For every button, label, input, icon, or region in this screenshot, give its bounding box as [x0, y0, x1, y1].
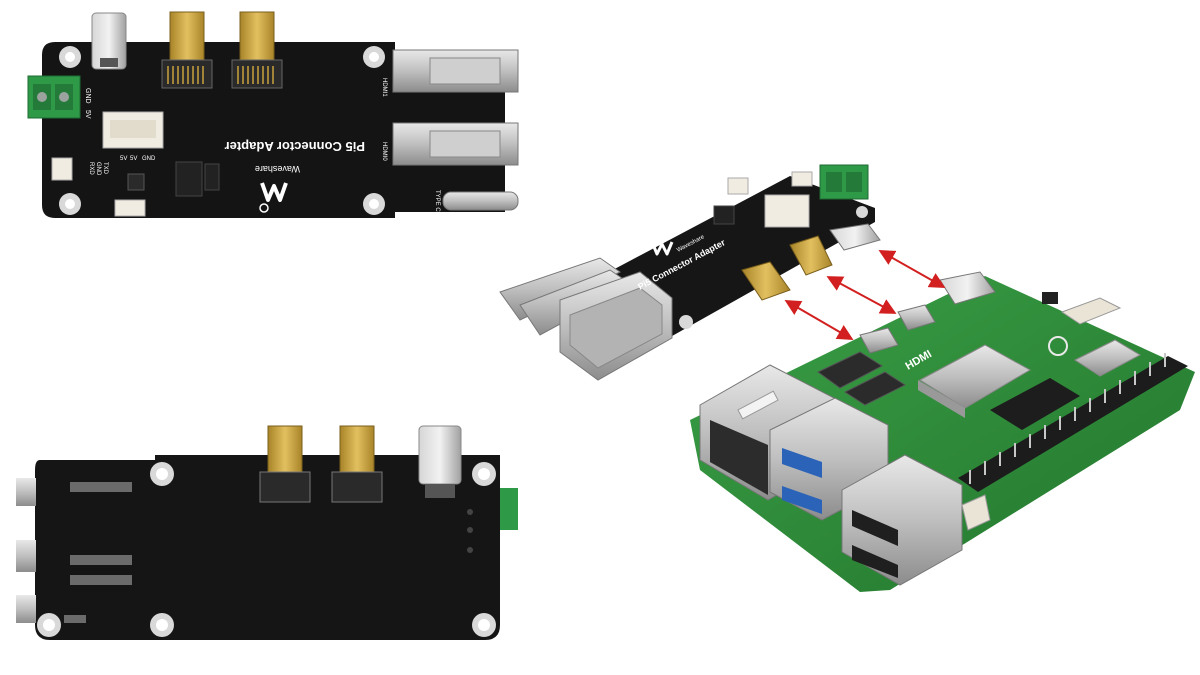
- iso-micro-hdmi-plug-2-icon: [789, 235, 833, 276]
- iso-jst-connector-icon: [727, 171, 813, 228]
- iso-terminal-block-icon: [819, 164, 869, 200]
- vias-icon: [467, 509, 473, 553]
- bottom-adapter-board: [16, 425, 518, 640]
- power-terminal-edge-icon: [500, 488, 518, 530]
- solder-pads-icon: [64, 482, 132, 623]
- hdmi-port-0-icon: [392, 122, 519, 166]
- button-icon: [1042, 292, 1058, 304]
- connection-arrows: [784, 250, 946, 341]
- arrow-usb-c-icon: [878, 250, 946, 288]
- csi-connector-icon: [843, 371, 907, 406]
- pi-micro-hdmi-port-icon: [859, 304, 936, 354]
- mounting-holes: [59, 46, 385, 215]
- power-pin-label: 5V: [130, 156, 137, 162]
- pi-usb-c-port-icon: [939, 271, 996, 305]
- raspberry-pi-5-board: HDMI: [690, 271, 1195, 592]
- chip-icon: [204, 163, 220, 191]
- pin-gnd-label: GND: [84, 88, 91, 104]
- uart-label: RXD: [88, 162, 94, 175]
- soc-chip-icon: [918, 344, 1032, 418]
- mounting-hole-icon: [679, 315, 693, 329]
- chip-icon: [713, 205, 735, 225]
- power-terminal-block-icon: [27, 75, 81, 119]
- hdmi-port-1-icon: [392, 49, 519, 93]
- port-hdmi1-label: HDMI1: [381, 78, 387, 97]
- csi-connector-icon: [817, 351, 883, 389]
- waveshare-logo-icon: [259, 182, 288, 213]
- jst-small-connector-icon: [51, 157, 73, 181]
- top-board-pcb: [42, 42, 505, 218]
- port-hdmi0-label: HDMI0: [381, 142, 387, 161]
- pin-5v-label: 5V: [84, 110, 91, 119]
- gpio-header-icon: [958, 353, 1188, 492]
- mounting-holes: [37, 462, 496, 637]
- ram-chip-icon: [990, 378, 1080, 430]
- iso-adapter-board: Pi5 Connector Adapter Waveshare: [499, 164, 881, 381]
- usb-c-side-port-icon: [442, 191, 519, 211]
- raspberry-logo-icon: [1048, 336, 1068, 356]
- uart-label: GND: [95, 162, 101, 176]
- port-typec-label: TYPE C: [434, 190, 440, 212]
- top-board-brand: Waveshare: [255, 164, 300, 174]
- iso-waveshare-logo-icon: [650, 241, 674, 256]
- rp1-chip-icon: [1073, 339, 1142, 377]
- iso-usb-c-plug-icon: [829, 223, 881, 251]
- usb-c-port-icon: [91, 12, 127, 70]
- usb-c-bottom-port-icon: [418, 425, 462, 498]
- micro-hdmi-connector-bottom-1-icon: [259, 425, 311, 503]
- rtc-connector-icon: [961, 494, 991, 531]
- micro-hdmi-connector-2-icon: [231, 11, 283, 89]
- micro-hdmi-connector-bottom-2-icon: [331, 425, 383, 503]
- micro-hdmi-connector-1-icon: [161, 11, 213, 89]
- top-adapter-board: Pi5 Connector Adapter Waveshare GND 5V H…: [27, 11, 519, 218]
- jst-power-connector-icon: [102, 111, 164, 217]
- chip-icon: [175, 161, 203, 197]
- arrow-hdmi-0-icon: [826, 276, 897, 314]
- usb2-ports-icon: [841, 454, 963, 586]
- mounting-hole-icon: [856, 206, 868, 218]
- chip-icon: [127, 173, 145, 191]
- fan-connector-icon: [1060, 297, 1122, 325]
- side-ports-icon: [16, 478, 36, 623]
- power-pin-label: GND: [142, 156, 156, 162]
- arrow-hdmi-1-icon: [784, 299, 854, 341]
- iso-hdmi-ports-icon: [499, 257, 673, 381]
- iso-micro-hdmi-plug-1-icon: [741, 261, 791, 301]
- uart-label: TXD: [102, 162, 108, 175]
- top-board-title: Pi5 Connector Adapter: [225, 139, 365, 154]
- bottom-board-pcb: [35, 455, 500, 640]
- power-pin-label: 5V: [120, 156, 127, 162]
